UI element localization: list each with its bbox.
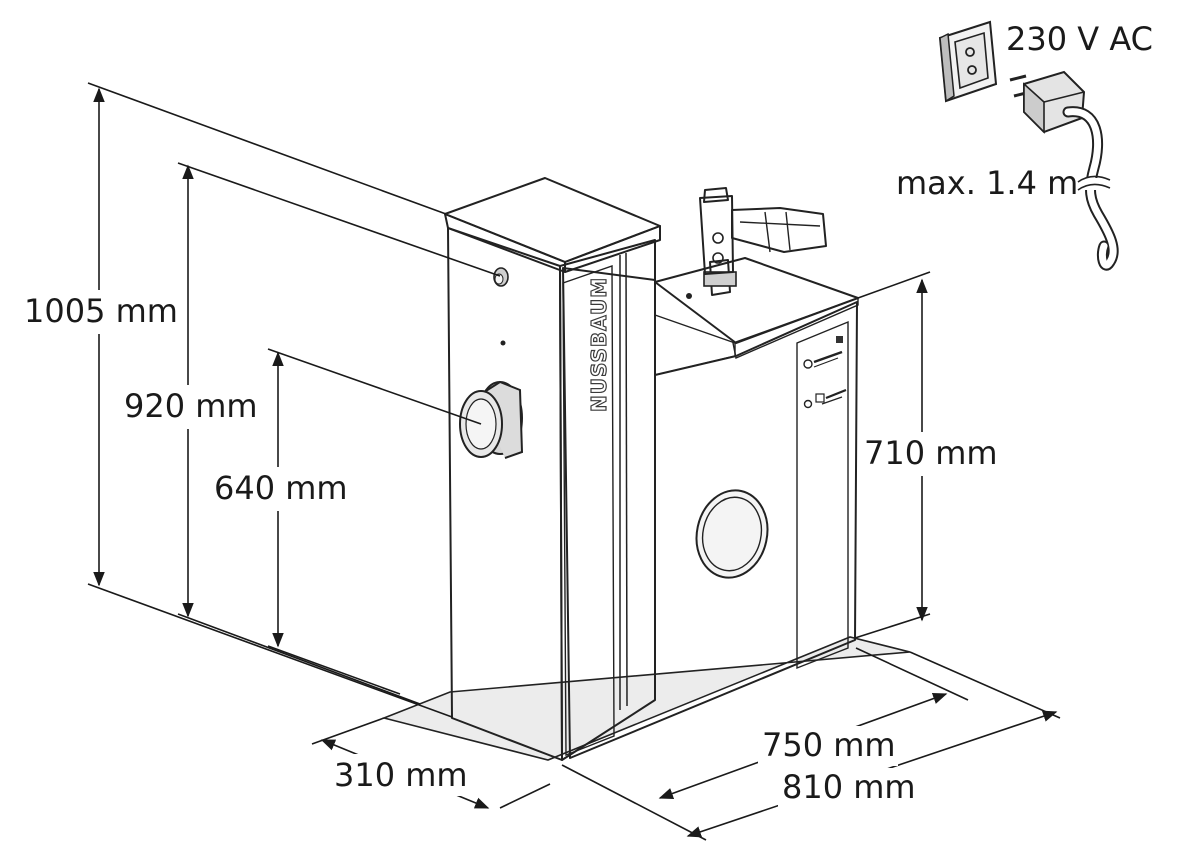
label-symbols	[803, 336, 847, 409]
dim-label-810: 810 mm	[782, 768, 916, 806]
dim-label-750: 750 mm	[762, 726, 896, 764]
dim-label-1005: 1005 mm	[24, 292, 178, 330]
brand-logo: NUSSBAUM	[587, 277, 611, 412]
tank-body	[562, 257, 859, 759]
power-cable	[1062, 106, 1119, 271]
base-plate	[381, 636, 911, 761]
voltage-label: 230 V AC	[1006, 20, 1153, 58]
wall-socket	[938, 20, 998, 103]
vent-knob	[493, 267, 509, 287]
power-plug	[1009, 70, 1086, 134]
dim-label-640: 640 mm	[214, 469, 348, 507]
pressure-fitting	[686, 187, 827, 299]
inspection-porthole	[695, 489, 769, 579]
dim-label-710: 710 mm	[864, 434, 998, 472]
dim-label-310: 310 mm	[334, 756, 468, 794]
column-housing: NUSSBAUM	[444, 177, 661, 761]
extension-lines	[87, 82, 1061, 841]
cable-length-label: max. 1.4 m	[896, 164, 1078, 202]
dim-label-920: 920 mm	[124, 387, 258, 425]
